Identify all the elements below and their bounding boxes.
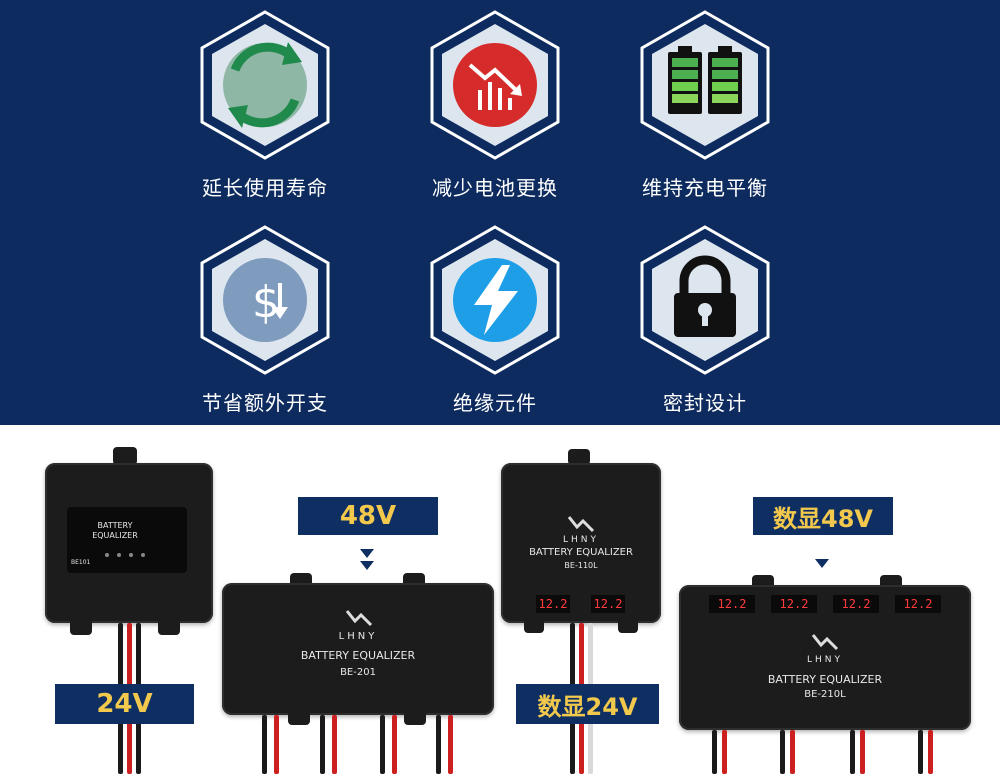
- brand-name: LHNY: [338, 631, 378, 642]
- feature-reduce-replacement: 减少电池更换: [405, 10, 585, 201]
- feature-label: 绝缘元件: [453, 391, 537, 415]
- feature-label: 减少电池更换: [432, 176, 558, 200]
- feature-panel: 延长使用寿命 减少电池更换: [0, 0, 1000, 425]
- status-led: [117, 553, 121, 557]
- declining-chart-icon: [430, 10, 560, 160]
- mount-ear: [288, 709, 310, 725]
- device-body: LHNY BATTERY EQUALIZER BE-201: [222, 583, 494, 715]
- feature-save-cost: $ 节省额外开支: [175, 225, 355, 416]
- down-arrow-icon: [360, 549, 374, 558]
- voltage-tag: 48V: [298, 497, 438, 535]
- voltage-tag: 数显48V: [753, 497, 893, 535]
- lightning-icon: [430, 225, 560, 375]
- feature-insulated: 绝缘元件: [405, 225, 585, 416]
- batteries-icon: [640, 10, 770, 160]
- status-led: [129, 553, 133, 557]
- wire-red: [790, 730, 795, 774]
- wire-black: [918, 730, 923, 774]
- device-name: BATTERY EQUALIZER: [767, 673, 883, 686]
- wire-red: [332, 715, 337, 774]
- wire-black: [780, 730, 785, 774]
- device-body: LHNY BATTERY EQUALIZER BE-110L 12.2 12.2: [501, 463, 661, 623]
- status-led: [105, 553, 109, 557]
- wire-black: [380, 715, 385, 774]
- feature-sealed: 密封设计: [615, 225, 795, 416]
- feature-extend-life: 延长使用寿命: [175, 10, 355, 201]
- device-model: BE101: [71, 559, 91, 566]
- voltage-display: 12.2: [833, 595, 879, 613]
- status-led: [141, 553, 145, 557]
- dollar-down-icon: $: [200, 225, 330, 375]
- wire-black: [850, 730, 855, 774]
- voltage-tag: 数显24V: [516, 684, 659, 724]
- voltage-display: 12.2: [709, 595, 755, 613]
- wire-black: [712, 730, 717, 774]
- wire-black: [436, 715, 441, 774]
- mount-ear: [113, 447, 137, 465]
- padlock-icon: [640, 225, 770, 375]
- mount-ear: [158, 617, 180, 635]
- wire-red: [448, 715, 453, 774]
- wire-black: [262, 715, 267, 774]
- device-name: BATTERY EQUALIZER: [300, 649, 416, 662]
- device-name: BATTERY EQUALIZER: [529, 547, 633, 558]
- down-arrow-icon: [360, 561, 374, 570]
- feature-label: 密封设计: [663, 391, 747, 415]
- voltage-display: 12.2: [536, 595, 570, 613]
- voltage-display: 12.2: [591, 595, 625, 613]
- recycle-arrows-icon: [200, 10, 330, 160]
- wire-red: [928, 730, 933, 774]
- voltage-display: 12.2: [771, 595, 817, 613]
- mount-ear: [568, 449, 590, 465]
- brand-logo: [811, 634, 839, 651]
- feature-label: 维持充电平衡: [642, 176, 768, 200]
- device-body: 12.2 12.2 12.2 12.2 LHNY BATTERY EQUALIZ…: [679, 585, 971, 730]
- mount-ear: [404, 709, 426, 725]
- wire-black: [320, 715, 325, 774]
- svg-text:$: $: [252, 277, 280, 328]
- wire-red: [860, 730, 865, 774]
- brand-name: LHNY: [806, 655, 843, 665]
- brand-logo: [345, 610, 373, 627]
- feature-charge-balance: 维持充电平衡: [615, 10, 795, 201]
- device-name: BATTERY EQUALIZER: [92, 521, 138, 540]
- mount-ear: [524, 617, 544, 633]
- device-label-plate: BATTERY EQUALIZER BE101: [67, 507, 187, 573]
- mount-ear: [70, 617, 92, 635]
- mount-ear: [618, 617, 638, 633]
- device-model: BE-201: [340, 667, 376, 678]
- brand-logo: [567, 516, 595, 533]
- device-body: BATTERY EQUALIZER BE101: [45, 463, 213, 623]
- feature-label: 节省额外开支: [202, 391, 328, 415]
- down-arrow-icon: [815, 559, 829, 568]
- product-gallery: BATTERY EQUALIZER BE101 24V 48V LHNY BAT…: [0, 425, 1000, 774]
- voltage-display: 12.2: [895, 595, 941, 613]
- device-model: BE-110L: [564, 561, 598, 570]
- brand-name: LHNY: [562, 535, 599, 545]
- feature-label: 延长使用寿命: [202, 176, 328, 200]
- wire-red: [722, 730, 727, 774]
- wire-red: [274, 715, 279, 774]
- voltage-tag: 24V: [55, 684, 194, 724]
- wire-red: [392, 715, 397, 774]
- device-model: BE-210L: [804, 689, 846, 700]
